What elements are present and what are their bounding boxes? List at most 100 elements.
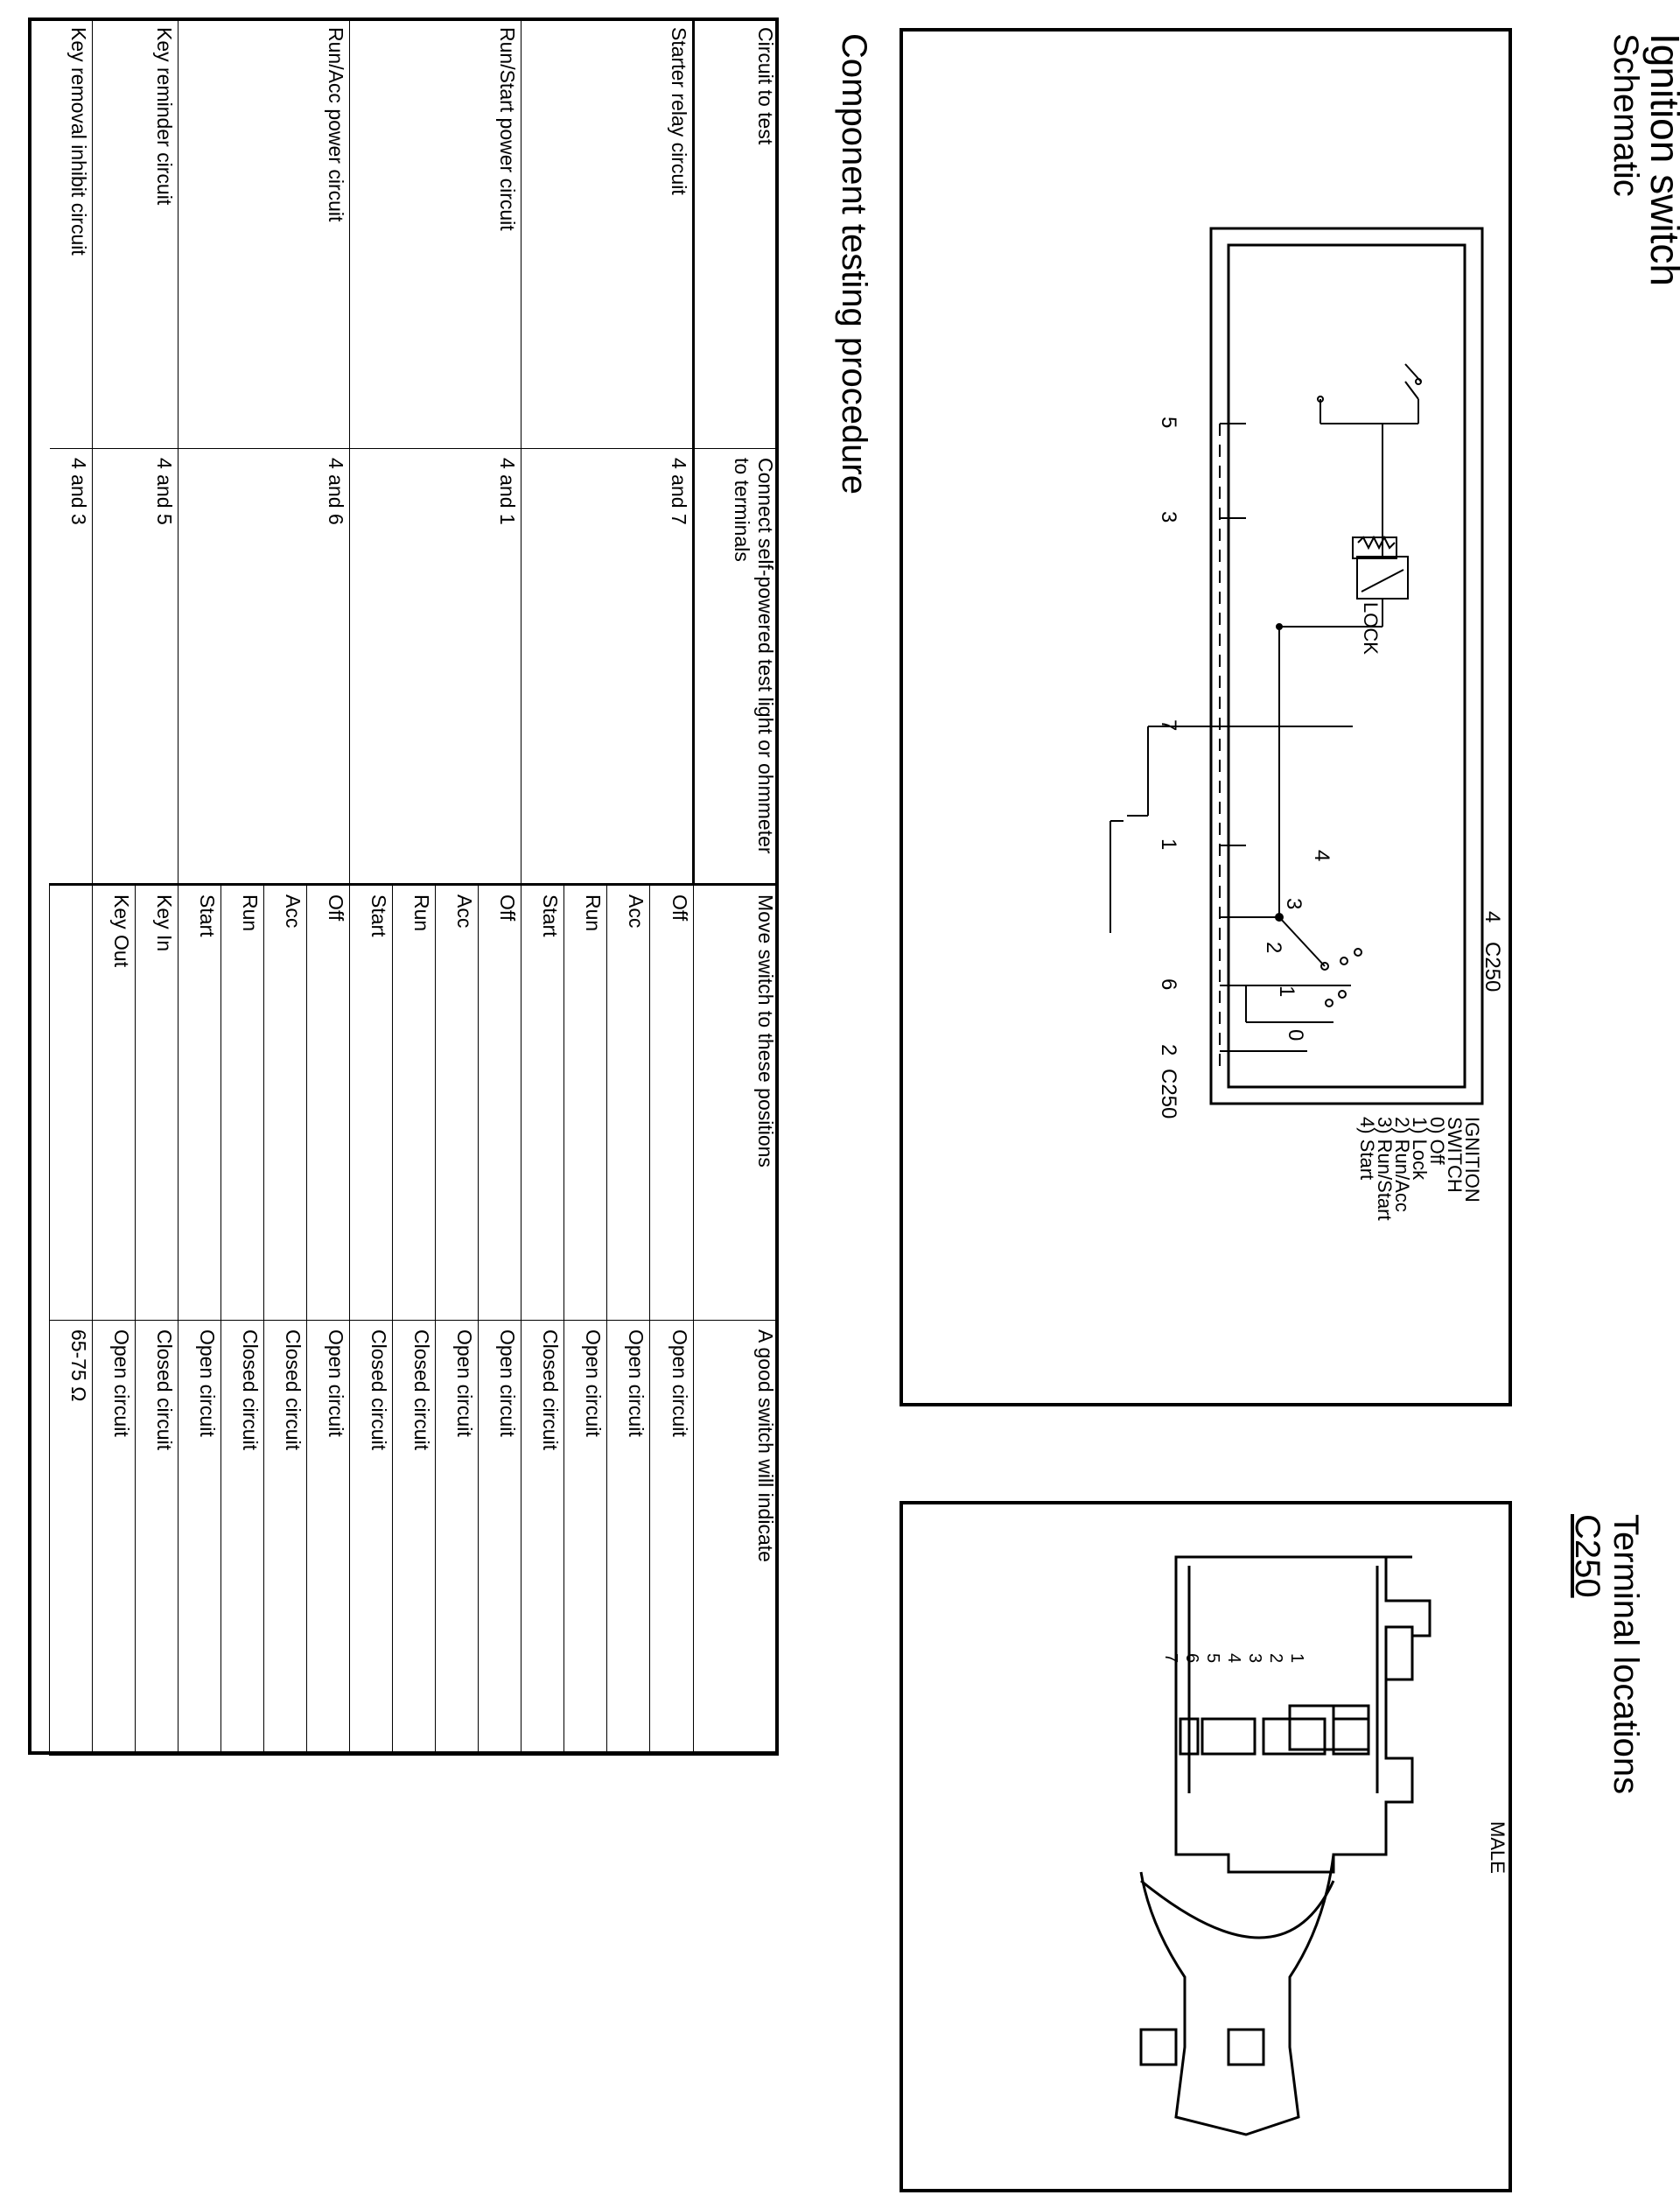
procedure-cell xyxy=(522,18,564,449)
procedure-cell xyxy=(50,884,93,1321)
pin-bottom-6: 6 xyxy=(1157,978,1180,991)
procedure-cell xyxy=(393,18,436,449)
procedure-cell: Key removal inhibit circuit xyxy=(50,18,93,449)
procedure-cell: Open circuit xyxy=(564,1320,607,1756)
procedure-cell: Key In xyxy=(136,884,178,1321)
connector-drawing xyxy=(1139,1555,1432,2136)
procedure-cell: Open circuit xyxy=(93,1320,136,1756)
terminal-heading: Terminal locations xyxy=(1606,1514,1645,1795)
terminal-pins: 1 2 3 4 5 6 7 xyxy=(1161,1653,1306,1664)
procedure-cell: Acc xyxy=(607,884,650,1321)
procedure-cell: Run/Start power circuit xyxy=(479,18,522,449)
procedure-cell: Open circuit xyxy=(178,1320,221,1756)
procedure-cell: Open circuit xyxy=(479,1320,522,1756)
procedure-cell: Run xyxy=(221,884,264,1321)
terminal-connector-label: C250 xyxy=(1568,1514,1606,1598)
procedure-cell: Open circuit xyxy=(436,1320,479,1756)
contact-label-0: 0 xyxy=(1284,1029,1307,1041)
pin-bottom-5: 5 xyxy=(1157,417,1180,429)
procedure-cell xyxy=(393,448,436,885)
procedure-cell: Off xyxy=(479,884,522,1321)
procedure-cell xyxy=(522,448,564,885)
procedure-cell: 4 and 3 xyxy=(50,448,93,885)
procedure-cell: 4 and 7 xyxy=(650,448,694,885)
procedure-cell: 4 and 1 xyxy=(479,448,522,885)
contact-label-3: 3 xyxy=(1282,898,1306,910)
contact-label-2: 2 xyxy=(1262,942,1285,954)
procedure-cell xyxy=(264,18,307,449)
procedure-cell: Open circuit xyxy=(650,1320,694,1756)
procedure-cell: Starter relay circuit xyxy=(650,18,694,449)
schematic-heading: Schematic xyxy=(1606,33,1645,197)
lock-label: LOCK xyxy=(1360,602,1382,655)
terminal-box: 1 2 3 4 5 6 7 MALE xyxy=(900,1501,1512,2192)
procedure-cell: 4 and 5 xyxy=(136,448,178,885)
procedure-cell xyxy=(178,18,221,449)
procedure-cell xyxy=(607,18,650,449)
procedure-cell xyxy=(178,448,221,885)
contact-label-4: 4 xyxy=(1310,850,1334,862)
procedure-cell: Closed circuit xyxy=(221,1320,264,1756)
procedure-cell: Open circuit xyxy=(607,1320,650,1756)
pin-bottom-2: 2 xyxy=(1157,1044,1180,1056)
procedure-cell xyxy=(264,448,307,885)
procedure-cell: Run xyxy=(393,884,436,1321)
pin-bottom-7: 7 xyxy=(1157,719,1180,732)
procedure-header-cell: Move switch to these positions xyxy=(693,884,779,1321)
procedure-header-cell: Connect self-powered test light or ohmme… xyxy=(693,448,779,885)
procedure-cell xyxy=(436,448,479,885)
procedure-header-cell: A good switch will indicate xyxy=(693,1320,779,1756)
procedure-cell: Open circuit xyxy=(307,1320,350,1756)
procedure-header-cell: Circuit to test xyxy=(693,18,779,449)
procedure-cell: 65-75 Ω xyxy=(50,1320,93,1756)
procedure-cell: Off xyxy=(650,884,694,1321)
procedure-cell xyxy=(564,18,607,449)
schematic-diagram xyxy=(1110,227,1484,1105)
procedure-cell: Key Out xyxy=(93,884,136,1321)
page-title: Ignition switch xyxy=(1642,33,1680,286)
procedure-cell: Off xyxy=(307,884,350,1321)
procedure-cell: Closed circuit xyxy=(522,1320,564,1756)
switch-legend: IGNITION SWITCH 0) Off 1) Lock 2) Run/Ac… xyxy=(1356,1117,1483,1221)
procedure-cell: Run/Acc power circuit xyxy=(307,18,350,449)
procedure-cell xyxy=(564,448,607,885)
pin-bottom-3: 3 xyxy=(1157,511,1180,523)
procedure-cell: Key reminder circuit xyxy=(136,18,178,449)
procedure-cell xyxy=(221,448,264,885)
procedure-cell: Acc xyxy=(264,884,307,1321)
procedure-cell: Run xyxy=(564,884,607,1321)
procedure-cell: Start xyxy=(350,884,393,1321)
schematic-box: 5 3 7 1 6 2 C250 4 C250 LOCK 4 3 2 1 0 I… xyxy=(900,28,1512,1406)
procedure-cell: Closed circuit xyxy=(350,1320,393,1756)
pin-bottom-1: 1 xyxy=(1157,838,1180,851)
connector-top-label: C250 xyxy=(1480,942,1504,992)
pin-top-4: 4 xyxy=(1480,911,1504,923)
procedure-cell: Closed circuit xyxy=(393,1320,436,1756)
procedure-cell: Closed circuit xyxy=(136,1320,178,1756)
connector-bottom-label: C250 xyxy=(1157,1069,1180,1119)
procedure-cell xyxy=(607,448,650,885)
procedure-cell xyxy=(350,448,393,885)
procedure-cell xyxy=(221,18,264,449)
procedure-cell: Start xyxy=(178,884,221,1321)
contact-label-1: 1 xyxy=(1275,985,1298,998)
procedure-cell xyxy=(93,448,136,885)
procedure-cell: Acc xyxy=(436,884,479,1321)
procedure-cell xyxy=(350,18,393,449)
